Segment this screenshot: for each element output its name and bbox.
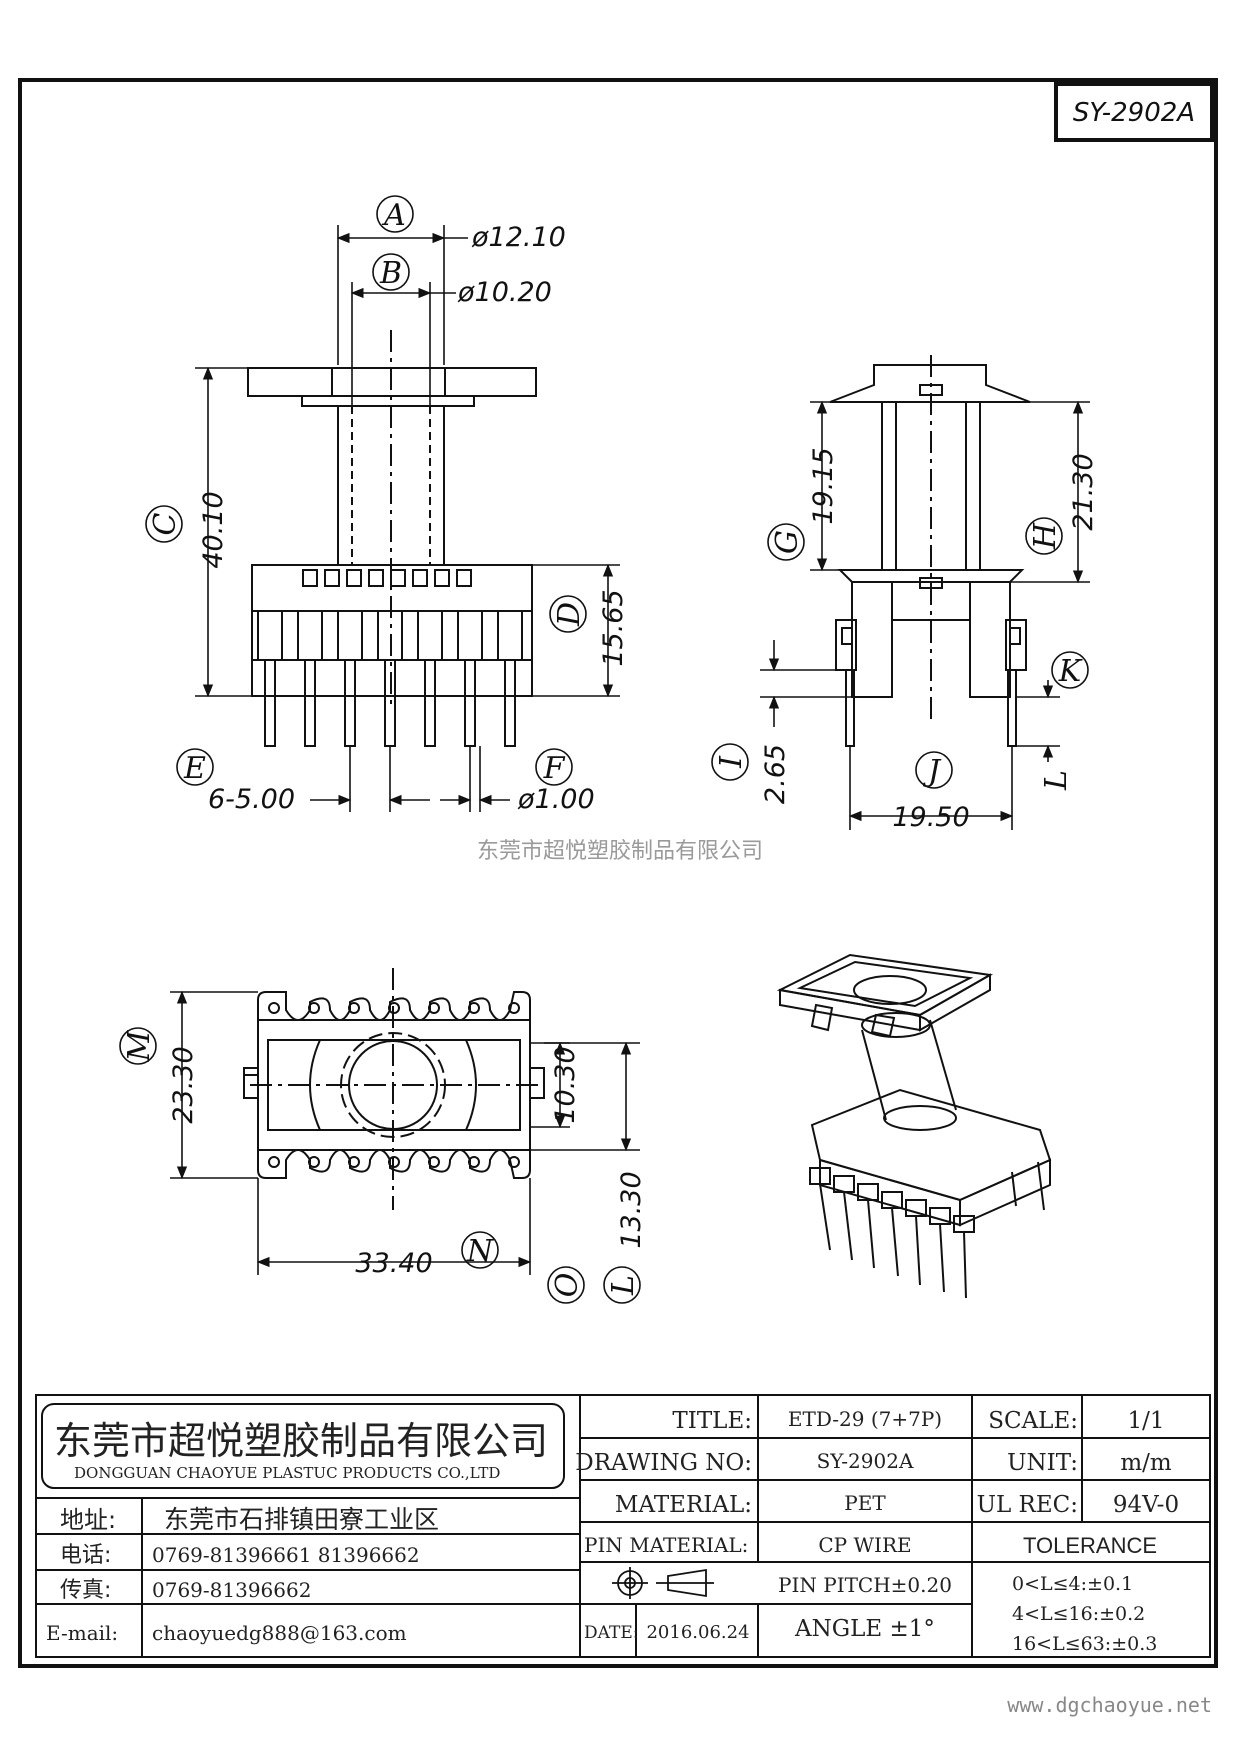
dim-m-value: 23.30 [168,1046,199,1123]
part-code: SY-2902A [1073,98,1195,128]
bottom-view-dim-text: M 23.30 N 33.40 O 10.30 L 13.30 [119,1027,647,1304]
dim-i-value: 2.65 [760,744,791,804]
email-label: E-mail: [46,1621,118,1645]
tolerance-label: TOLERANCE [1023,1533,1157,1558]
front-view-dim-text: A ø12.10 B ø10.20 C 40.10 D 15.65 E 6-5.… [145,195,629,815]
drawing-frame [18,78,1218,1668]
side-view [829,355,1031,747]
dim-g-value: 19.15 [808,447,839,524]
scale-value: 1/1 [1127,1408,1164,1434]
callout-d: D [552,602,587,627]
dim-h-value: 21.30 [1068,453,1099,530]
dim-e-value: 6-5.00 [208,784,295,815]
website: www.dgchaoyue.net [1007,1693,1212,1717]
tolerance-row-3: 16<L≤63:±0.3 [1012,1633,1157,1655]
callout-l-side: L [1039,770,1074,791]
pin-material-value: CP WIRE [818,1533,911,1557]
ul-label: UL REC: [977,1492,1078,1518]
bottom-view [243,968,545,1210]
tolerance-row-2: 4<L≤16:±0.2 [1012,1603,1145,1625]
date-value: 2016.06.24 [646,1622,749,1643]
callout-b: B [379,256,402,291]
pin-pitch: PIN PITCH±0.20 [778,1573,952,1597]
title-value: ETD-29 (7+7P) [788,1407,942,1431]
pin-material-label: PIN MATERIAL: [584,1533,748,1557]
callout-l-bottom: L [606,1275,641,1296]
dim-o-value: 10.30 [550,1046,581,1123]
callout-a: A [381,198,406,233]
dim-c-value: 40.10 [198,491,229,568]
angle: ANGLE ±1° [794,1616,935,1642]
dim-b-value: ø10.20 [457,277,552,308]
front-view-dimensions [195,225,620,812]
watermark: 东莞市超悦塑胶制品有限公司 [477,839,763,864]
material-label: MATERIAL: [615,1492,752,1518]
dim-n-value: 33.40 [355,1248,432,1279]
dim-j-value: 19.50 [892,802,969,833]
phone-value: 0769-81396661 81396662 [152,1543,420,1567]
callout-m: M [122,1029,157,1062]
side-view-dim-text: G 19.15 H 21.30 I 2.65 J 19.50 K L [711,447,1099,833]
isometric-view [776,953,1052,1299]
fax-label: 传真: [60,1578,111,1603]
tolerance-row-1: 0<L≤4:±0.1 [1012,1573,1133,1595]
callout-e: E [183,751,206,786]
title-block: 东莞市超悦塑胶制品有限公司 DONGGUAN CHAOYUE PLASTUC P… [35,1394,1211,1658]
date-label: DATE: [584,1623,638,1643]
dim-d-value: 15.65 [598,589,629,666]
unit-label: UNIT: [1007,1450,1078,1476]
drawing-no-label: DRAWING NO: [575,1450,752,1476]
projection-symbol-icon [612,1567,714,1599]
company-name-en: DONGGUAN CHAOYUE PLASTUC PRODUCTS CO.,LT… [74,1464,500,1482]
unit-value: m/m [1120,1450,1172,1476]
phone-label: 电话: [60,1543,111,1568]
bottom-view-dimensions [170,990,640,1275]
dim-l-value: 13.30 [616,1171,647,1248]
callout-i: I [714,755,749,769]
callout-h: H [1028,522,1063,550]
callout-n: N [466,1234,495,1269]
material-value: PET [844,1491,886,1515]
address-label: 地址: [60,1506,116,1534]
dim-a-value: ø12.10 [471,222,566,253]
scale-label: SCALE: [988,1408,1078,1434]
company-name-cn: 东莞市超悦塑胶制品有限公司 [54,1419,548,1463]
callout-f: F [543,751,566,786]
title-label: TITLE: [672,1408,752,1434]
drawing-no-value: SY-2902A [817,1449,914,1473]
part-code-box: SY-2902A [1054,82,1214,142]
front-view [247,330,537,747]
company-name-box [41,1403,565,1489]
callout-j: J [922,754,942,789]
callout-c: C [148,512,183,535]
side-view-dimensions [760,400,1090,830]
callout-g: G [770,530,805,554]
email-value: chaoyuedg888@163.com [152,1621,407,1645]
dim-f-value: ø1.00 [517,784,595,815]
ul-value: 94V-0 [1113,1492,1179,1518]
callout-o: O [550,1273,585,1298]
address-value: 东莞市石排镇田寮工业区 [164,1505,439,1534]
fax-value: 0769-81396662 [152,1578,311,1602]
callout-k: K [1058,654,1083,689]
